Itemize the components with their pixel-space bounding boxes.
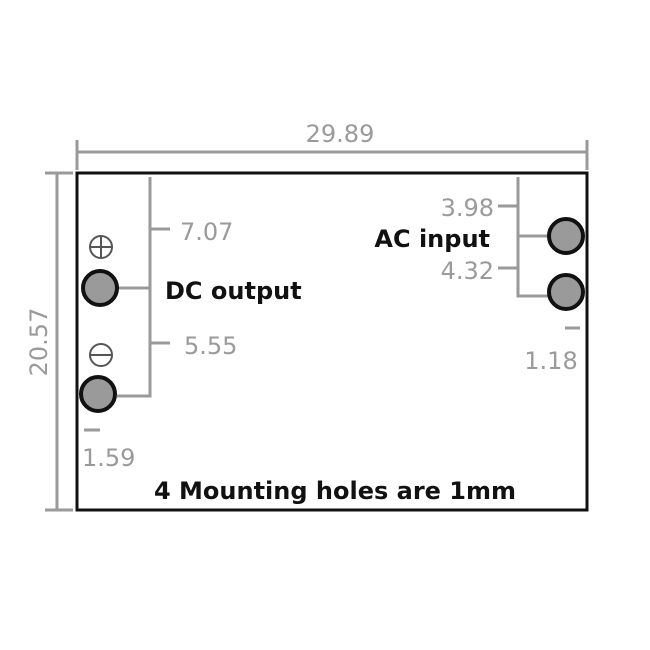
mounting-holes-note: 4 Mounting holes are 1mm (154, 477, 516, 505)
dc-pin-margin-value: 1.59 (82, 444, 135, 472)
ac-pin-2 (547, 273, 585, 311)
ac-pin-1 (547, 217, 585, 255)
ac-spacing-value: 4.32 (441, 257, 494, 285)
ac-input-label: AC input (374, 225, 490, 253)
dc-positive-pin (81, 269, 119, 307)
ac-top-offset-value: 3.98 (441, 194, 494, 222)
circled-plus-icon (89, 235, 113, 259)
dc-top-offset-value: 7.07 (180, 218, 233, 246)
dc-dimension-leaders (84, 177, 170, 432)
width-dimension: 29.89 (75, 120, 589, 170)
height-dimension: 20.57 (25, 171, 73, 512)
width-value: 29.89 (306, 120, 375, 148)
height-value: 20.57 (25, 308, 53, 377)
dc-negative-pin (79, 375, 117, 413)
ac-dimension-leaders (498, 177, 580, 330)
ac-pin-margin-value: 1.18 (524, 347, 577, 375)
circled-minus-icon (89, 343, 113, 367)
dc-spacing-value: 5.55 (184, 332, 237, 360)
dc-output-label: DC output (165, 277, 302, 305)
